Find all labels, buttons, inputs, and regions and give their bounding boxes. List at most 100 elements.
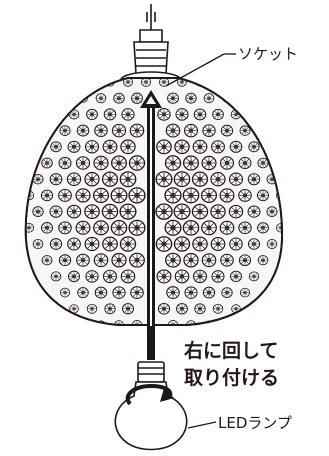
shade-rosette — [183, 252, 199, 268]
shade-rosette — [40, 222, 54, 234]
shade-rosette — [247, 205, 261, 218]
shade-rosette — [131, 92, 143, 104]
shade-rosette — [221, 287, 233, 299]
shade-rosette — [219, 156, 235, 170]
shade-rosette — [121, 108, 135, 121]
shade-rosette — [182, 187, 200, 204]
shade-rosette — [220, 124, 234, 137]
shade-rosette — [49, 205, 63, 218]
shade-rosette — [192, 269, 208, 284]
shade-rosette — [182, 219, 200, 236]
shade-rosette — [119, 171, 137, 188]
shade-rosette — [192, 236, 208, 252]
shade-rosette — [266, 206, 278, 217]
shade-rosette — [258, 126, 268, 136]
shade-rosette — [84, 171, 100, 187]
shade-rosette — [76, 124, 90, 137]
shade-rosette — [228, 172, 244, 186]
shade-rosette — [173, 171, 191, 188]
shade-rosette — [157, 108, 171, 121]
shade-rosette — [257, 255, 269, 266]
shade-rosette — [155, 203, 173, 220]
shade-rosette — [249, 109, 259, 119]
shade-rosette — [67, 140, 81, 153]
led-bulb-label: LEDランプ — [218, 414, 292, 432]
shade-rosette — [248, 141, 260, 153]
shade-rosette — [202, 124, 216, 137]
shade-rosette — [200, 187, 218, 204]
shade-rosette — [238, 156, 252, 170]
shade-rosette — [95, 93, 107, 104]
shade-rosette — [247, 238, 261, 250]
shade-rosette — [229, 237, 243, 251]
shade-rosette — [164, 155, 182, 171]
power-cord — [146, 4, 156, 30]
shade-rosette — [51, 109, 61, 119]
shade-rosette — [203, 93, 215, 104]
shade-rosette — [110, 219, 128, 236]
shade-rosette — [173, 203, 191, 220]
shade-rosette — [194, 303, 206, 315]
shade-rosette — [210, 204, 226, 220]
shade-rosette — [155, 171, 173, 188]
shade-rosette — [32, 206, 44, 218]
shade-rosette — [182, 155, 200, 171]
shade-rosette — [155, 236, 173, 252]
shade-rosette — [16, 207, 25, 215]
instruction-line-2: 取り付ける — [184, 366, 279, 389]
shade-rosette — [201, 155, 217, 171]
shade-rosette — [119, 236, 137, 252]
shade-rosette — [75, 156, 91, 170]
shade-rosette — [102, 139, 118, 154]
shade-rosette — [257, 157, 269, 169]
shade-rosette — [174, 269, 190, 284]
shade-rosette — [128, 187, 146, 204]
shade-rosette — [247, 173, 261, 186]
shade-rosette — [50, 141, 62, 153]
shade-rosette — [119, 203, 137, 220]
shade-rosette — [156, 139, 172, 155]
shade-rosette — [167, 92, 179, 104]
shade-rosette — [86, 303, 98, 314]
shade-rosette — [49, 173, 63, 186]
shade-rosette — [156, 269, 172, 284]
shade-rosette — [175, 108, 189, 121]
shade-rosette — [77, 287, 89, 299]
shade-rosette — [110, 155, 128, 171]
shade-rosette — [120, 139, 136, 155]
shade-rosette — [276, 158, 283, 168]
shade-rosette — [59, 125, 71, 136]
led-bulb-icon — [114, 361, 188, 451]
rotate-clockwise-arrow-icon — [125, 383, 174, 406]
shade-rosette — [84, 140, 100, 154]
instruction-line-1: 右に回して — [183, 339, 278, 362]
shade-rosette — [193, 108, 207, 121]
shade-rosette — [185, 92, 197, 104]
shade-rosette — [201, 220, 217, 236]
shade-rosette — [176, 303, 188, 315]
shade-rosette — [201, 253, 217, 268]
shade-rosette — [286, 207, 295, 215]
shade-rosette — [210, 236, 226, 252]
shade-rosette — [102, 269, 118, 284]
shade-rosette — [229, 270, 243, 283]
shade-rosette — [58, 221, 72, 235]
shade-rosette — [92, 187, 110, 204]
shade-rosette — [104, 303, 116, 315]
shade-rosette — [157, 302, 171, 315]
shade-rosette — [211, 270, 225, 283]
shade-rosette — [94, 286, 108, 299]
shade-rosette — [58, 254, 72, 267]
shade-rosette — [16, 175, 25, 183]
shade-rosette — [202, 286, 216, 299]
shade-rosette — [128, 155, 146, 171]
shade-rosette — [229, 140, 243, 153]
shade-rosette — [84, 204, 100, 220]
shade-rosette — [174, 139, 190, 155]
shade-rosette — [40, 189, 54, 202]
shade-rosette — [266, 239, 278, 249]
shade-rosette — [93, 155, 109, 171]
shade-rosette — [238, 254, 252, 267]
shade-rosette — [238, 221, 252, 235]
